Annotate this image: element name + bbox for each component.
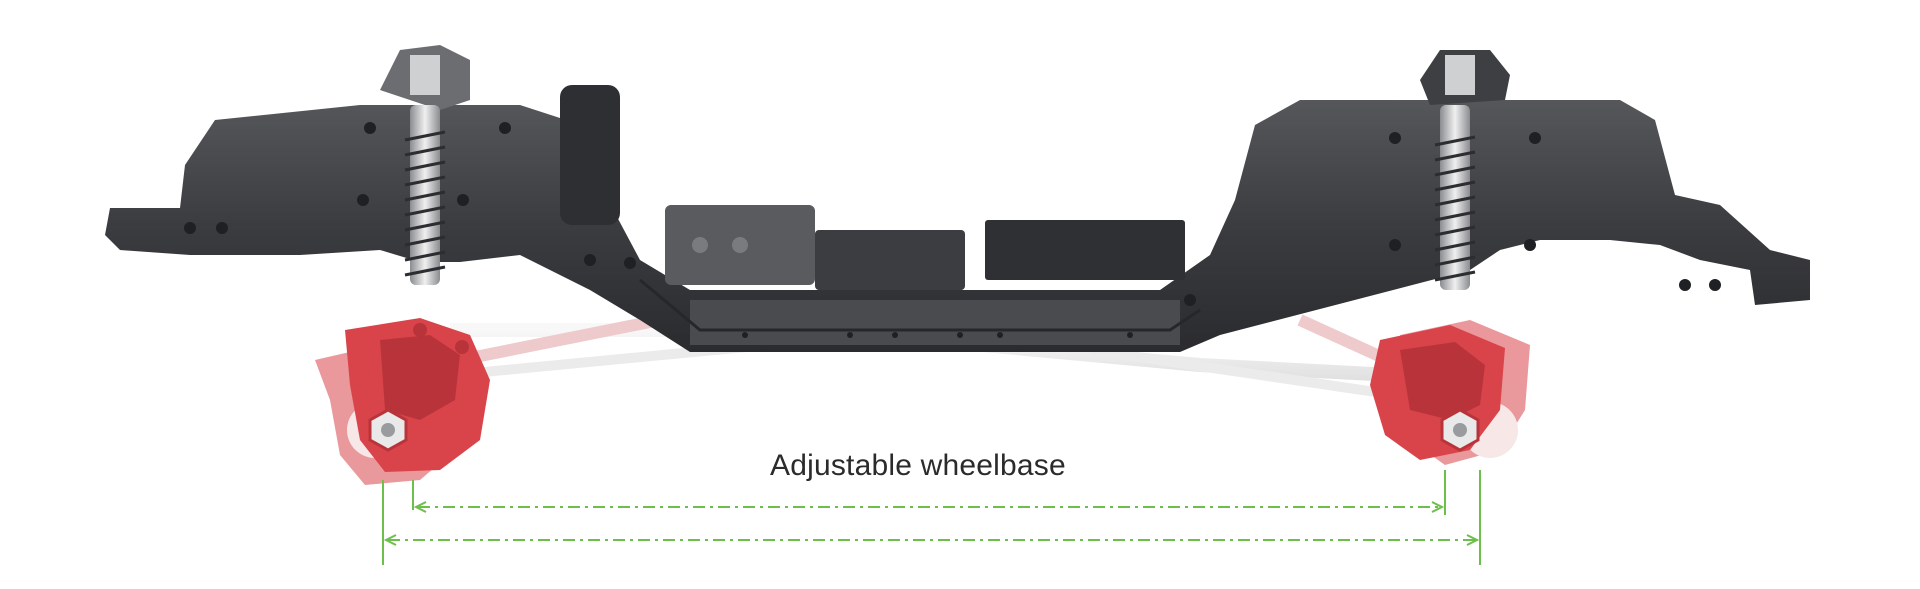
transmission: [560, 85, 1185, 290]
frame-rail: [105, 100, 1810, 352]
rear-axle: [1370, 320, 1530, 465]
front-axle: [315, 318, 490, 485]
shock-tower-rear: [1420, 50, 1510, 105]
frame-bolts: [184, 122, 1721, 338]
front-shock: [404, 105, 446, 285]
wheelbase-caption: Adjustable wheelbase: [770, 449, 1066, 482]
shock-tower-front: [380, 45, 470, 110]
wheelbase-dimension-lines: [382, 470, 1481, 565]
rear-shock: [1434, 105, 1476, 290]
